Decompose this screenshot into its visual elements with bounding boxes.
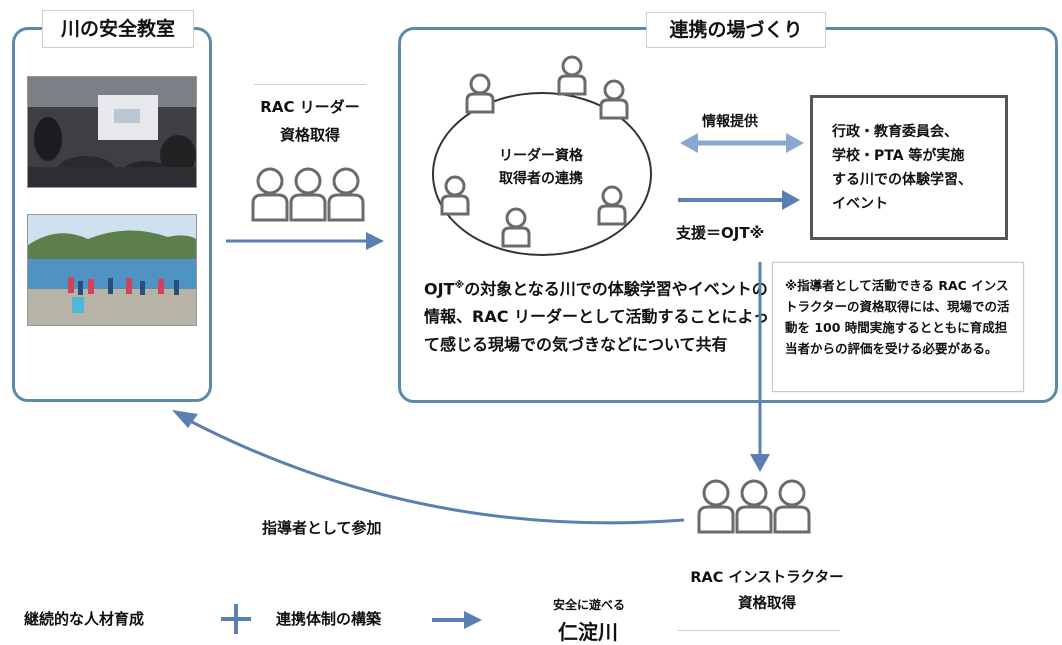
- ojt-support-arrow: [678, 190, 800, 210]
- rac-leader-line2: 資格取得: [279, 126, 340, 144]
- activity-line: する川での体験学習、: [832, 172, 972, 188]
- right-panel-title: 連携の場づくり: [646, 12, 826, 48]
- river-photo: [27, 214, 197, 326]
- share-rest: の対象となる川での体験学習やイベントの情報、RAC リーダーとして活動することに…: [424, 279, 770, 355]
- rac-leader-frame: [254, 84, 366, 147]
- oval-line1: リーダー資格: [499, 148, 583, 164]
- footer-arrow-icon: [432, 611, 482, 629]
- rac-leader-label: RAC リーダー 資格取得: [240, 93, 380, 149]
- participate-as-instructor-label: 指導者として参加: [262, 519, 382, 537]
- footer-result-small: 安全に遊べる: [552, 598, 625, 612]
- left-panel-title: 川の安全教室: [42, 10, 194, 48]
- rac-instructor-persons-icon: [697, 479, 811, 534]
- activity-text: 行政・教育委員会、 学校・PTA 等が実施 する川での体験学習、 イベント: [832, 120, 1007, 216]
- rac-leader-persons-icon: [251, 167, 365, 222]
- rac-leader-line1: RAC リーダー: [260, 98, 360, 116]
- share-prefix: OJT: [424, 279, 455, 299]
- network-persons-icon: [440, 55, 629, 248]
- footer-collaboration: 連携体制の構築: [276, 610, 382, 628]
- footer-result-big: 仁淀川: [558, 620, 618, 644]
- share-description: OJT※の対象となる川での体験学習やイベントの情報、RAC リーダーとして活動す…: [424, 272, 780, 359]
- classroom-photo: [27, 76, 197, 188]
- instructor-line1: RAC インストラクター: [690, 570, 844, 586]
- to-collaboration-arrow: [226, 232, 384, 250]
- leader-network-label: リーダー資格 取得者の連携: [466, 145, 616, 191]
- oval-line2: 取得者の連携: [499, 171, 583, 187]
- info-provision-label: 情報提供: [702, 114, 758, 130]
- activity-box: [810, 95, 1008, 240]
- note-box: [772, 262, 1024, 392]
- instructor-frame: [678, 600, 840, 631]
- instructor-line2: 資格取得: [738, 596, 796, 612]
- activity-line: イベント: [832, 196, 888, 212]
- info-exchange-arrow: [680, 133, 804, 153]
- note-text: ※指導者として活動できる RAC インストラクターの資格取得には、現場での活動を…: [785, 278, 1010, 356]
- rac-instructor-label: RAC インストラクター 資格取得: [682, 565, 852, 617]
- down-to-instructor-arrow: [750, 262, 770, 472]
- footer-continuous-training: 継続的な人材育成: [24, 610, 145, 628]
- activity-line: 学校・PTA 等が実施: [832, 148, 965, 164]
- leader-network-oval: [432, 92, 652, 256]
- ojt-support-label: 支援＝OJT※: [676, 224, 765, 242]
- activity-line: 行政・教育委員会、: [832, 124, 958, 140]
- return-to-class-arrow: [172, 410, 685, 525]
- share-sup: ※: [454, 280, 465, 291]
- plus-icon: [221, 604, 251, 634]
